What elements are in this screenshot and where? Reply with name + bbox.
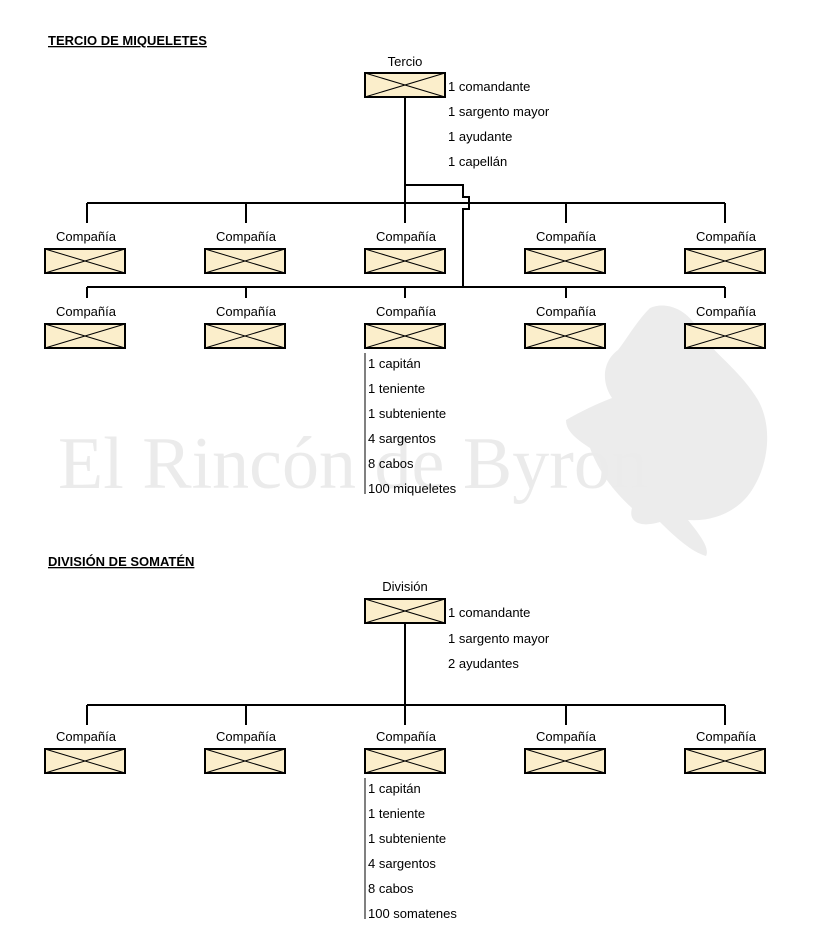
company-unit: Compañía	[364, 729, 446, 774]
division-company-staff: 1 capitán 1 teniente 1 subteniente 4 sar…	[368, 781, 457, 921]
company-label: Compañía	[216, 304, 277, 319]
company-unit: Compañía	[524, 729, 606, 774]
company-staff-line: 4 sargentos	[368, 431, 436, 446]
division-staff-line: 1 sargento mayor	[448, 631, 550, 646]
company-label: Compañía	[376, 304, 437, 319]
company-label: Compañía	[696, 729, 757, 744]
company-staff-line: 1 subteniente	[368, 406, 446, 421]
tercio-top-staff: 1 comandante 1 sargento mayor 1 ayudante…	[448, 79, 550, 169]
company-label: Compañía	[696, 229, 757, 244]
division-section-title: DIVISIÓN DE SOMATÉN	[48, 554, 194, 569]
company-label: Compañía	[376, 229, 437, 244]
company-label: Compañía	[536, 229, 597, 244]
company-unit: Compañía	[204, 729, 286, 774]
division-staff-line: 1 comandante	[448, 605, 530, 620]
company-unit: Compañía	[524, 304, 606, 349]
watermark-text: El Rincón de Byron	[58, 423, 648, 505]
company-unit: Compañía	[524, 229, 606, 274]
company-label: Compañía	[696, 304, 757, 319]
tercio-section-title: TERCIO DE MIQUELETES	[48, 33, 207, 48]
company-staff-line: 8 cabos	[368, 456, 414, 471]
company-label: Compañía	[536, 304, 597, 319]
tercio-top-label: Tercio	[388, 54, 423, 69]
company-unit: Compañía	[204, 229, 286, 274]
company-unit: Compañía	[44, 304, 126, 349]
tercio-company-row-2: Compañía Compañía Compañía Compañía Comp…	[44, 304, 766, 349]
company-unit: Compañía	[684, 229, 766, 274]
tercio-staff-line: 1 comandante	[448, 79, 530, 94]
division-company-row: Compañía Compañía Compañía Compañía Comp…	[44, 729, 766, 774]
company-staff-line: 1 subteniente	[368, 831, 446, 846]
company-staff-line: 100 miqueletes	[368, 481, 457, 496]
division-staff-line: 2 ayudantes	[448, 656, 519, 671]
company-label: Compañía	[216, 729, 277, 744]
company-staff-line: 8 cabos	[368, 881, 414, 896]
company-unit: Compañía	[684, 304, 766, 349]
tercio-top-unit: Tercio	[364, 54, 446, 98]
company-unit: Compañía	[364, 304, 446, 349]
company-label: Compañía	[56, 229, 117, 244]
company-unit: Compañía	[364, 229, 446, 274]
company-staff-line: 4 sargentos	[368, 856, 436, 871]
division-top-label: División	[382, 579, 428, 594]
tercio-connectors	[86, 97, 726, 494]
tercio-staff-line: 1 sargento mayor	[448, 104, 550, 119]
company-unit: Compañía	[44, 729, 126, 774]
company-staff-line: 1 capitán	[368, 356, 421, 371]
company-unit: Compañía	[44, 229, 126, 274]
watermark: El Rincón de Byron	[58, 305, 768, 556]
tercio-company-row-1: Compañía Compañía Compañía Compañía Comp…	[44, 229, 766, 274]
tercio-staff-line: 1 ayudante	[448, 129, 512, 144]
company-staff-line: 1 teniente	[368, 806, 425, 821]
tercio-staff-line: 1 capellán	[448, 154, 507, 169]
company-label: Compañía	[536, 729, 597, 744]
tercio-company-staff: 1 capitán 1 teniente 1 subteniente 4 sar…	[368, 356, 457, 496]
company-label: Compañía	[216, 229, 277, 244]
company-unit: Compañía	[204, 304, 286, 349]
company-label: Compañía	[376, 729, 437, 744]
company-label: Compañía	[56, 729, 117, 744]
company-label: Compañía	[56, 304, 117, 319]
division-top-staff: 1 comandante 1 sargento mayor 2 ayudante…	[448, 605, 550, 671]
company-staff-line: 100 somatenes	[368, 906, 457, 921]
company-unit: Compañía	[684, 729, 766, 774]
division-connectors	[86, 623, 726, 919]
company-staff-line: 1 capitán	[368, 781, 421, 796]
division-top-unit: División	[364, 579, 446, 624]
watermark-animal-silhouette	[566, 305, 768, 556]
company-staff-line: 1 teniente	[368, 381, 425, 396]
